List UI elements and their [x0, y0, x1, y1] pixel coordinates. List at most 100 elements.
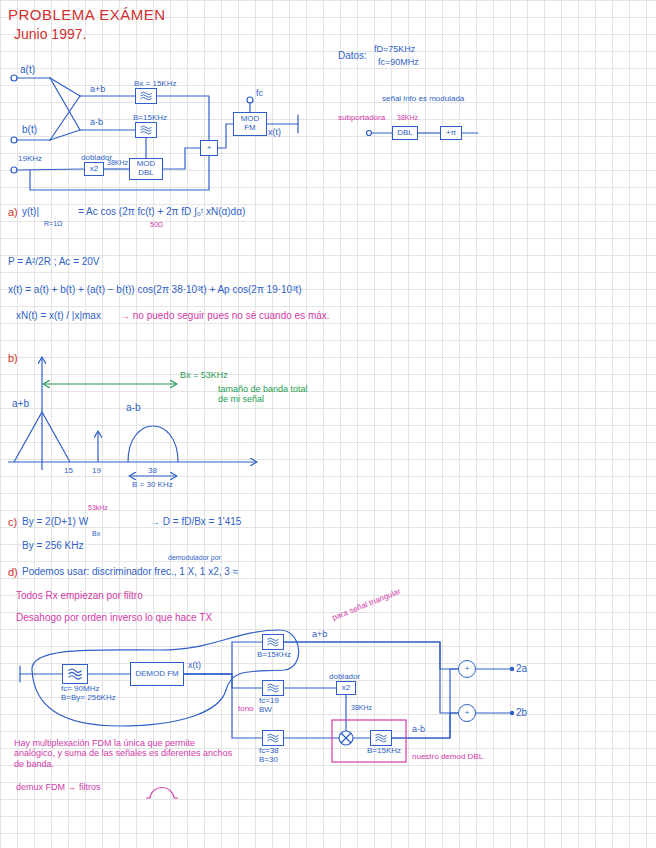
- annotation: 15: [64, 466, 73, 475]
- block-text: +: [465, 665, 470, 674]
- filter-symbol: [63, 665, 87, 683]
- bandpass-filter: fc= 90MHz B=By= 256KHz: [62, 664, 88, 684]
- note-text: → no puedo seguir pues no sé cuando es m…: [120, 310, 370, 322]
- section-heading: a): [8, 206, 18, 219]
- doubler-box: dobladorx2: [84, 162, 104, 176]
- annotation: R=1Ω: [44, 220, 62, 228]
- wire: [476, 712, 512, 713]
- filter-wave: [141, 129, 152, 132]
- wire: [345, 695, 346, 731]
- filter-symbol: [371, 731, 391, 745]
- block-text: +: [465, 709, 470, 718]
- annotation: xN(t) = x(t) / |x|max: [16, 310, 101, 322]
- filter-wave: [141, 126, 152, 129]
- wire: [80, 95, 135, 96]
- adder-circle: +: [458, 660, 476, 678]
- annotation: x(t): [188, 660, 201, 670]
- block-text: +π: [446, 129, 456, 138]
- wire: [30, 156, 209, 190]
- wire: [249, 103, 250, 112]
- block-caption: B=15KHz: [133, 113, 167, 122]
- connector: [418, 132, 440, 133]
- input-terminal: [11, 137, 17, 143]
- note-text: 50Ω: [150, 221, 163, 229]
- filter-wave: [268, 739, 279, 742]
- wire: [80, 129, 135, 130]
- receiver-wiring: [20, 630, 514, 731]
- note-text: Desahogo por orden inverso lo que hace T…: [16, 612, 212, 624]
- block-caption: B=15KHz: [367, 746, 401, 755]
- filter-wave: [141, 97, 152, 100]
- annotation: 19: [92, 466, 101, 475]
- connector: [145, 138, 146, 158]
- annotation: By = 256 KHz: [22, 540, 83, 552]
- note-text: tono: [238, 704, 254, 713]
- filter-wave: [141, 92, 152, 95]
- connector: [284, 642, 458, 713]
- output-dot: [510, 711, 513, 714]
- wire: [50, 78, 80, 130]
- annotation: a+b: [12, 398, 29, 410]
- filter-symbol: [136, 89, 156, 103]
- annotation: 2b: [516, 707, 527, 719]
- block-caption: doblador: [81, 153, 112, 162]
- annotation: B = 30 KHz: [132, 480, 173, 489]
- note-text: Todos Rx empiezan por filtro: [16, 590, 143, 602]
- adder-circle: +: [458, 704, 476, 722]
- demodulator-box: DEMOD FM: [130, 662, 184, 686]
- adder-box: +: [200, 140, 218, 156]
- annotation: fc: [256, 88, 263, 98]
- wire: [476, 668, 512, 669]
- annotation: = Ac cos (2π fc(t) + 2π fD ∫₀ᵗ xN(α)dα): [78, 206, 245, 218]
- grouping-loop: [32, 630, 299, 726]
- filter-wave: [268, 638, 279, 641]
- phase-box: +π: [440, 126, 462, 140]
- connector: [184, 642, 262, 674]
- filter-wave: [376, 739, 387, 742]
- annotation: x(t): [268, 127, 281, 137]
- annotation: 2a: [516, 663, 527, 675]
- filter-wave: [268, 737, 279, 740]
- doubler-box: dobladorx2: [336, 681, 356, 695]
- filter-wave: [141, 95, 152, 98]
- filter-wave: [268, 689, 279, 692]
- spectrum-plot: [8, 358, 256, 476]
- wire: [50, 96, 80, 140]
- filter-wave: [376, 734, 387, 737]
- filter-wave: [268, 643, 279, 646]
- input-terminal: [367, 131, 372, 136]
- annotation: fD=75KHz: [374, 44, 415, 54]
- lowpass-filter: B=15KHz: [135, 122, 157, 138]
- block-text: +: [207, 144, 212, 153]
- spectrum-hump: [128, 426, 178, 462]
- block-text: DBL: [397, 129, 413, 138]
- annotation: y(t)|: [22, 206, 39, 218]
- annotation: → D = fD/Bx = 1'415: [150, 516, 241, 528]
- connector: [284, 642, 458, 669]
- annotation: Bx: [92, 530, 100, 538]
- section-heading: Junio 1997.: [14, 26, 86, 42]
- axis: [41, 358, 42, 470]
- section-heading: c): [8, 516, 17, 529]
- note-text: Hay multiplexación FDM la única que perm…: [14, 738, 234, 769]
- filter-wave: [68, 676, 81, 679]
- annotation: 38: [148, 466, 157, 475]
- filter-wave: [268, 687, 279, 690]
- wire: [462, 132, 478, 133]
- multiplier-symbol: [339, 731, 353, 745]
- annotation: P = A²/2R ; Ac = 20V: [8, 256, 100, 268]
- connector: [392, 713, 458, 738]
- page-title: PROBLEMA EXÁMEN: [8, 6, 166, 23]
- lowpass-filter: Bx = 15KHz: [135, 88, 157, 104]
- connector: [184, 674, 262, 688]
- filter-wave: [68, 672, 81, 675]
- filter-symbol: [136, 123, 156, 137]
- wire: [372, 132, 392, 133]
- input-terminal: [11, 75, 17, 81]
- wire: [17, 169, 84, 170]
- spectrum-triangle: [14, 412, 70, 462]
- block-caption: fc= 90MHz B=By= 256KHz: [61, 684, 121, 702]
